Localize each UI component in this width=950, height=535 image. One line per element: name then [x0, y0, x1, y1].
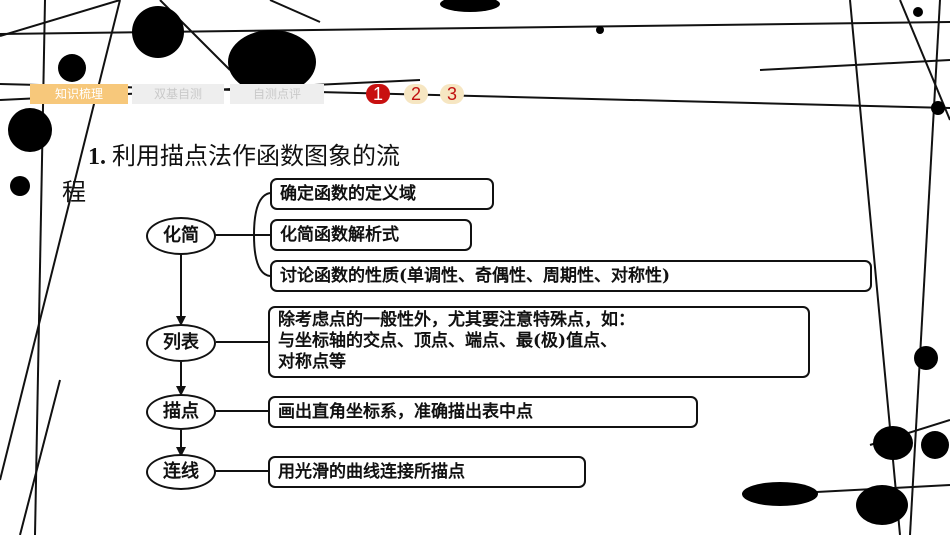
tab-self-test[interactable]: 双基自测 [132, 84, 224, 104]
page-3-button[interactable]: 3 [440, 84, 464, 104]
tab-knowledge[interactable]: 知识梳理 [30, 84, 128, 104]
detail-properties: 讨论函数的性质(单调性、奇偶性、周期性、对称性) [270, 260, 872, 292]
step-tabulate: 列表 [146, 324, 216, 362]
step-plot-points: 描点 [146, 394, 216, 430]
detail-special-points: 除考虑点的一般性外，尤其要注意特殊点，如： 与坐标轴的交点、顶点、端点、最(极)… [268, 306, 810, 378]
detail-domain: 确定函数的定义域 [270, 178, 494, 210]
detail-special-points-line-2: 与坐标轴的交点、顶点、端点、最(极)值点、 [278, 331, 618, 351]
page-1-button[interactable]: 1 [366, 84, 390, 104]
detail-draw-axes: 画出直角坐标系，准确描出表中点 [268, 396, 698, 428]
detail-special-points-line-3: 对称点等 [278, 352, 346, 372]
heading-number: 1. [88, 144, 106, 170]
heading-text-continued: 程 [62, 180, 86, 206]
detail-special-points-line-1: 除考虑点的一般性外，尤其要注意特殊点，如： [278, 310, 635, 330]
heading-text: 利用描点法作函数图象的流 [112, 144, 400, 170]
detail-simplify-expression: 化简函数解析式 [270, 219, 472, 251]
tab-review[interactable]: 自测点评 [230, 84, 324, 104]
page-2-button[interactable]: 2 [404, 84, 428, 104]
section-heading: 1. 利用描点法作函数图象的流 [88, 136, 400, 171]
detail-smooth-curve: 用光滑的曲线连接所描点 [268, 456, 586, 488]
step-simplify: 化简 [146, 217, 216, 255]
step-connect: 连线 [146, 454, 216, 490]
